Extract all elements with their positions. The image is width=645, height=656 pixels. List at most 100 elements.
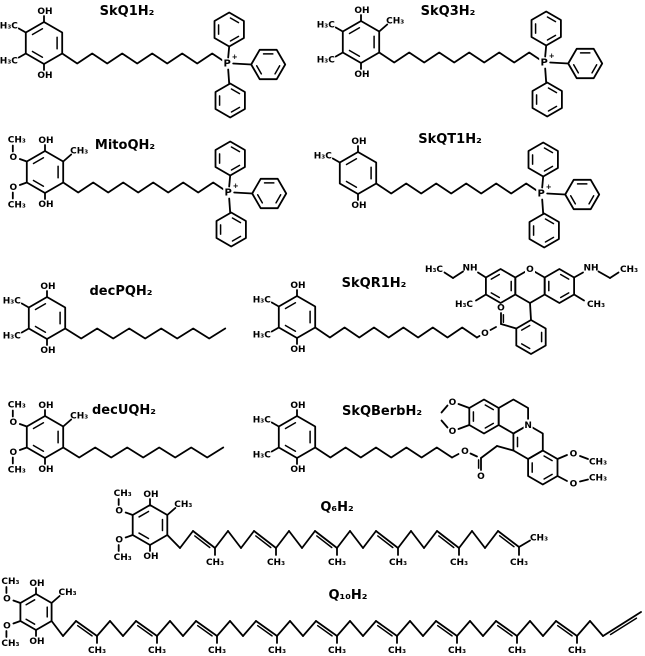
bond-line [32,422,45,430]
bond-line [609,271,620,279]
bond-line [25,599,36,606]
benzene-ring [214,82,246,119]
bond-line [227,45,231,59]
bond-line [31,28,44,36]
bond-line [34,325,47,333]
structure-name: SkQT1H₂ [418,132,482,147]
bond-line [109,620,124,637]
ester-oxygen-label: O [481,329,489,339]
bond-line [452,270,464,279]
bond-line [255,620,278,637]
methyl-label: CH₃ [589,458,607,468]
amine-label: NH [462,264,477,274]
bond-line [25,618,36,625]
bond-line [362,620,377,637]
bond-line [456,620,471,637]
bond-line [477,271,487,279]
hydroxyl-label: OH [290,281,305,291]
bond-line [556,624,573,637]
bond-line [410,530,425,549]
bond-line [227,68,231,85]
methyl-label: H₃C [253,451,271,461]
alkyl-chain [62,446,225,459]
bond-line [397,530,412,549]
hydroxyl-label: OH [38,465,53,475]
hydroxyl-label: OH [40,282,55,292]
bond-line [484,530,499,549]
bond-line [362,530,377,549]
bond-line [490,292,501,299]
alkyl-chain [378,51,546,64]
bond-line [240,530,255,549]
bond-line [75,620,98,637]
oxygen-label: O [449,398,457,408]
bond-line [496,445,515,452]
bond-line [136,624,153,637]
charge-label: + [549,52,555,60]
methyl-label: CH₃ [1,577,19,587]
benzene-ring [528,212,560,249]
benzene-ring [515,319,547,355]
bond-line [579,478,589,483]
bond-line [334,26,344,33]
structure-name: SkQ1H₂ [100,4,155,19]
hydroxyl-label: OH [290,465,305,475]
bond-line [315,620,338,637]
hydroxyl-label: OH [38,136,53,146]
bond-line [490,273,501,280]
hydroxyl-label: OH [38,200,53,210]
bond-line [576,620,591,637]
benzene-ring [215,211,247,248]
bond-line [542,620,557,637]
carbonyl-oxygen-label: O [477,472,485,482]
bond-line [457,403,471,409]
bond-line [375,530,399,549]
bond-line [547,87,558,94]
bond-line [588,195,595,205]
structure-name: Q₆H₂ [320,500,353,515]
phosphorus-label: P [538,189,545,200]
bond-line [543,165,554,172]
bond-line [227,530,242,549]
methyl-label: CH₃ [8,136,26,146]
benzene-ring [531,81,563,118]
methyl-label: CH₃ [174,500,192,510]
bond-line [498,535,515,548]
bond-line [495,620,518,637]
methyl-label: H₃C [0,22,18,32]
hydroxyl-label: OH [143,490,158,500]
bond-line [276,620,291,637]
bond-line [230,88,241,95]
bond-line [518,539,531,548]
bond-line [569,195,577,205]
bond-line [230,164,241,171]
bond-line [275,194,282,204]
bond-line [543,147,554,154]
alkyl-chain [64,327,227,340]
carbonyl-oxygen-label: O [497,304,505,314]
oxygen-label: O [570,480,578,490]
bond-line [377,535,394,549]
bond-line [62,153,73,163]
bond-line [440,419,449,429]
hydroxyl-label: OH [351,201,366,211]
bond-line [138,510,150,518]
label-bg [222,58,233,69]
bond-line [348,49,361,57]
bond-line [489,326,497,331]
bond-line [559,273,570,280]
bond-line [62,620,77,637]
bond-line [288,530,303,549]
bond-line [451,453,460,459]
bond-line [484,422,495,429]
bond-line [229,35,240,42]
benzene-ring [213,11,245,48]
bond-line [228,197,232,214]
benzene-ring [527,141,559,178]
bond-line [196,624,213,637]
hydroxyl-label: OH [290,345,305,355]
bond-line [602,611,642,637]
